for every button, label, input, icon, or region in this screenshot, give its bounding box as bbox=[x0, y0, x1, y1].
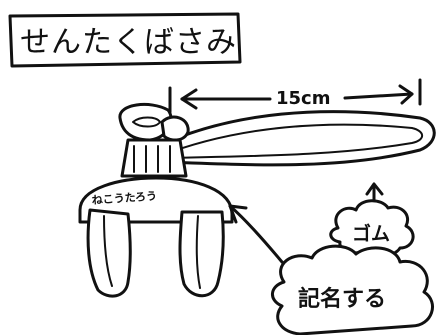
title-box: せんたくばさみ bbox=[8, 12, 242, 68]
dimension-annotation: 15cm bbox=[168, 78, 422, 114]
rubber-label-text: ゴム bbox=[352, 222, 390, 245]
name-on-clip-text: ねこうたろう bbox=[91, 189, 157, 207]
bubble-text: 記名する bbox=[298, 286, 386, 312]
clothespin-body: ねこうたろう bbox=[78, 176, 234, 298]
dimension-text: 15cm bbox=[276, 88, 330, 109]
title-text: せんたくばさみ bbox=[20, 25, 237, 60]
rubber-callout: ゴム bbox=[329, 182, 415, 258]
bubble-arrow bbox=[228, 204, 284, 264]
rubber-band bbox=[148, 110, 436, 167]
clothespin-top bbox=[118, 103, 190, 178]
name-callout: 記名する bbox=[271, 244, 434, 335]
